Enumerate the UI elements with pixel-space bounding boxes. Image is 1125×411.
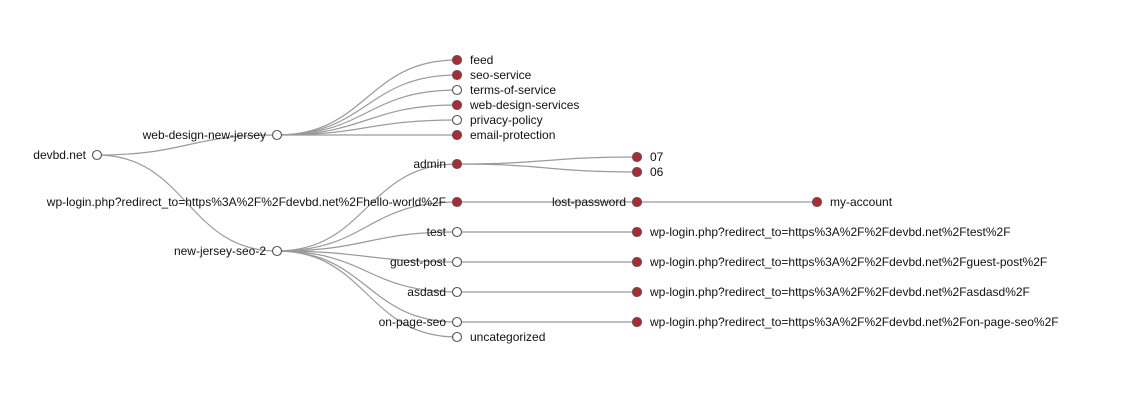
tree-link bbox=[276, 163, 458, 252]
node-label[interactable]: lost-password bbox=[552, 195, 626, 209]
tree-node-asdasd[interactable]: asdasd bbox=[407, 285, 463, 299]
tree-node-privacy-policy[interactable]: privacy-policy bbox=[451, 113, 543, 127]
node-toggle-circle[interactable] bbox=[451, 99, 463, 111]
node-label[interactable]: web-design-new-jersey bbox=[142, 128, 266, 142]
tree-link bbox=[96, 154, 278, 252]
node-toggle-circle[interactable] bbox=[91, 149, 103, 161]
tree-node-admin[interactable]: admin bbox=[413, 157, 463, 171]
node-toggle-circle[interactable] bbox=[631, 256, 643, 268]
node-label[interactable]: uncategorized bbox=[470, 330, 545, 344]
tree-link bbox=[96, 134, 278, 156]
tree-node-my-account[interactable]: my-account bbox=[811, 195, 893, 209]
tree-link bbox=[456, 156, 638, 165]
node-toggle-circle[interactable] bbox=[451, 158, 463, 170]
node-label[interactable]: test bbox=[427, 225, 447, 239]
node-label[interactable]: devbd.net bbox=[33, 148, 86, 162]
node-toggle-circle[interactable] bbox=[451, 129, 463, 141]
node-toggle-circle[interactable] bbox=[631, 316, 643, 328]
node-toggle-circle[interactable] bbox=[451, 54, 463, 66]
tree-node-guest-post[interactable]: guest-post bbox=[390, 255, 463, 269]
node-label[interactable]: wp-login.php?redirect_to=https%3A%2F%2Fd… bbox=[46, 195, 446, 209]
node-label[interactable]: guest-post bbox=[390, 255, 447, 269]
node-toggle-circle[interactable] bbox=[631, 196, 643, 208]
node-toggle-circle[interactable] bbox=[271, 245, 283, 257]
tree-links bbox=[96, 59, 817, 338]
tree-node-wp-login-php-redirect-to-https-3a-2f-2fdevbd-net-2fon-page-seo-2f[interactable]: wp-login.php?redirect_to=https%3A%2F%2Fd… bbox=[631, 315, 1059, 329]
node-label[interactable]: email-protection bbox=[470, 128, 555, 142]
node-label[interactable]: privacy-policy bbox=[470, 113, 543, 127]
node-label[interactable]: seo-service bbox=[470, 68, 532, 82]
tree-node-lost-password[interactable]: lost-password bbox=[552, 195, 643, 209]
tree-node-on-page-seo[interactable]: on-page-seo bbox=[379, 315, 463, 329]
node-label[interactable]: new-jersey-seo-2 bbox=[174, 244, 266, 258]
tree-link bbox=[276, 250, 458, 293]
node-toggle-circle[interactable] bbox=[451, 114, 463, 126]
tree-node-web-design-services[interactable]: web-design-services bbox=[451, 98, 580, 112]
tree-link bbox=[276, 250, 458, 263]
node-toggle-circle[interactable] bbox=[451, 69, 463, 81]
node-toggle-circle[interactable] bbox=[631, 151, 643, 163]
tree-link bbox=[276, 59, 458, 136]
tree-link bbox=[276, 119, 458, 136]
tree-node-web-design-new-jersey[interactable]: web-design-new-jersey bbox=[142, 128, 283, 142]
node-toggle-circle[interactable] bbox=[451, 256, 463, 268]
node-toggle-circle[interactable] bbox=[631, 226, 643, 238]
tree-node-uncategorized[interactable]: uncategorized bbox=[451, 330, 546, 344]
node-toggle-circle[interactable] bbox=[631, 166, 643, 178]
node-label[interactable]: asdasd bbox=[407, 285, 446, 299]
node-label[interactable]: wp-login.php?redirect_to=https%3A%2F%2Fd… bbox=[649, 315, 1059, 329]
node-label[interactable]: 06 bbox=[650, 165, 664, 179]
node-label[interactable]: wp-login.php?redirect_to=https%3A%2F%2Fd… bbox=[649, 225, 1011, 239]
node-label[interactable]: my-account bbox=[830, 195, 893, 209]
node-toggle-circle[interactable] bbox=[451, 331, 463, 343]
node-label[interactable]: terms-of-service bbox=[470, 83, 556, 97]
tree-link bbox=[276, 201, 458, 252]
tree-node-seo-service[interactable]: seo-service bbox=[451, 68, 532, 82]
tree-link bbox=[276, 89, 458, 136]
tree-node-email-protection[interactable]: email-protection bbox=[451, 128, 556, 142]
tree-link bbox=[276, 104, 458, 136]
node-toggle-circle[interactable] bbox=[631, 286, 643, 298]
node-toggle-circle[interactable] bbox=[451, 226, 463, 238]
tree-node-07[interactable]: 07 bbox=[631, 150, 664, 164]
tree-link bbox=[456, 163, 638, 173]
tree-link bbox=[276, 231, 458, 252]
tree-link bbox=[276, 250, 458, 323]
node-label[interactable]: 07 bbox=[650, 150, 664, 164]
node-label[interactable]: wp-login.php?redirect_to=https%3A%2F%2Fd… bbox=[649, 285, 1030, 299]
tree-node-wp-login-php-redirect-to-https-3a-2f-2fdevbd-net-2ftest-2f[interactable]: wp-login.php?redirect_to=https%3A%2F%2Fd… bbox=[631, 225, 1011, 239]
node-toggle-circle[interactable] bbox=[451, 316, 463, 328]
tree-node-wp-login-php-redirect-to-https-3a-2f-2fdevbd-net-2fasdasd-2f[interactable]: wp-login.php?redirect_to=https%3A%2F%2Fd… bbox=[631, 285, 1030, 299]
node-label[interactable]: admin bbox=[413, 157, 446, 171]
tree-node-wp-login-php-redirect-to-https-3a-2f-2fdevbd-net-2fhello-world-2f[interactable]: wp-login.php?redirect_to=https%3A%2F%2Fd… bbox=[46, 195, 463, 209]
node-toggle-circle[interactable] bbox=[451, 286, 463, 298]
tree-node-06[interactable]: 06 bbox=[631, 165, 664, 179]
tree-link bbox=[276, 74, 458, 136]
node-toggle-circle[interactable] bbox=[451, 84, 463, 96]
node-toggle-circle[interactable] bbox=[811, 196, 823, 208]
node-label[interactable]: on-page-seo bbox=[379, 315, 447, 329]
tree-node-terms-of-service[interactable]: terms-of-service bbox=[451, 83, 557, 97]
tree-node-wp-login-php-redirect-to-https-3a-2f-2fdevbd-net-2fguest-post-2f[interactable]: wp-login.php?redirect_to=https%3A%2F%2Fd… bbox=[631, 255, 1048, 269]
node-toggle-circle[interactable] bbox=[451, 196, 463, 208]
tree-link bbox=[276, 250, 458, 338]
tree-node-devbd-net[interactable]: devbd.net bbox=[33, 148, 103, 162]
tree-node-feed[interactable]: feed bbox=[451, 53, 494, 67]
node-label[interactable]: web-design-services bbox=[469, 98, 579, 112]
tree-nodes: devbd.net web-design-new-jersey feedseo-se… bbox=[33, 53, 1058, 344]
node-toggle-circle[interactable] bbox=[271, 129, 283, 141]
tree-node-test[interactable]: test bbox=[427, 225, 463, 239]
node-label[interactable]: wp-login.php?redirect_to=https%3A%2F%2Fd… bbox=[649, 255, 1047, 269]
tree-node-new-jersey-seo-2[interactable]: new-jersey-seo-2 bbox=[174, 244, 283, 258]
node-label[interactable]: feed bbox=[470, 53, 493, 67]
